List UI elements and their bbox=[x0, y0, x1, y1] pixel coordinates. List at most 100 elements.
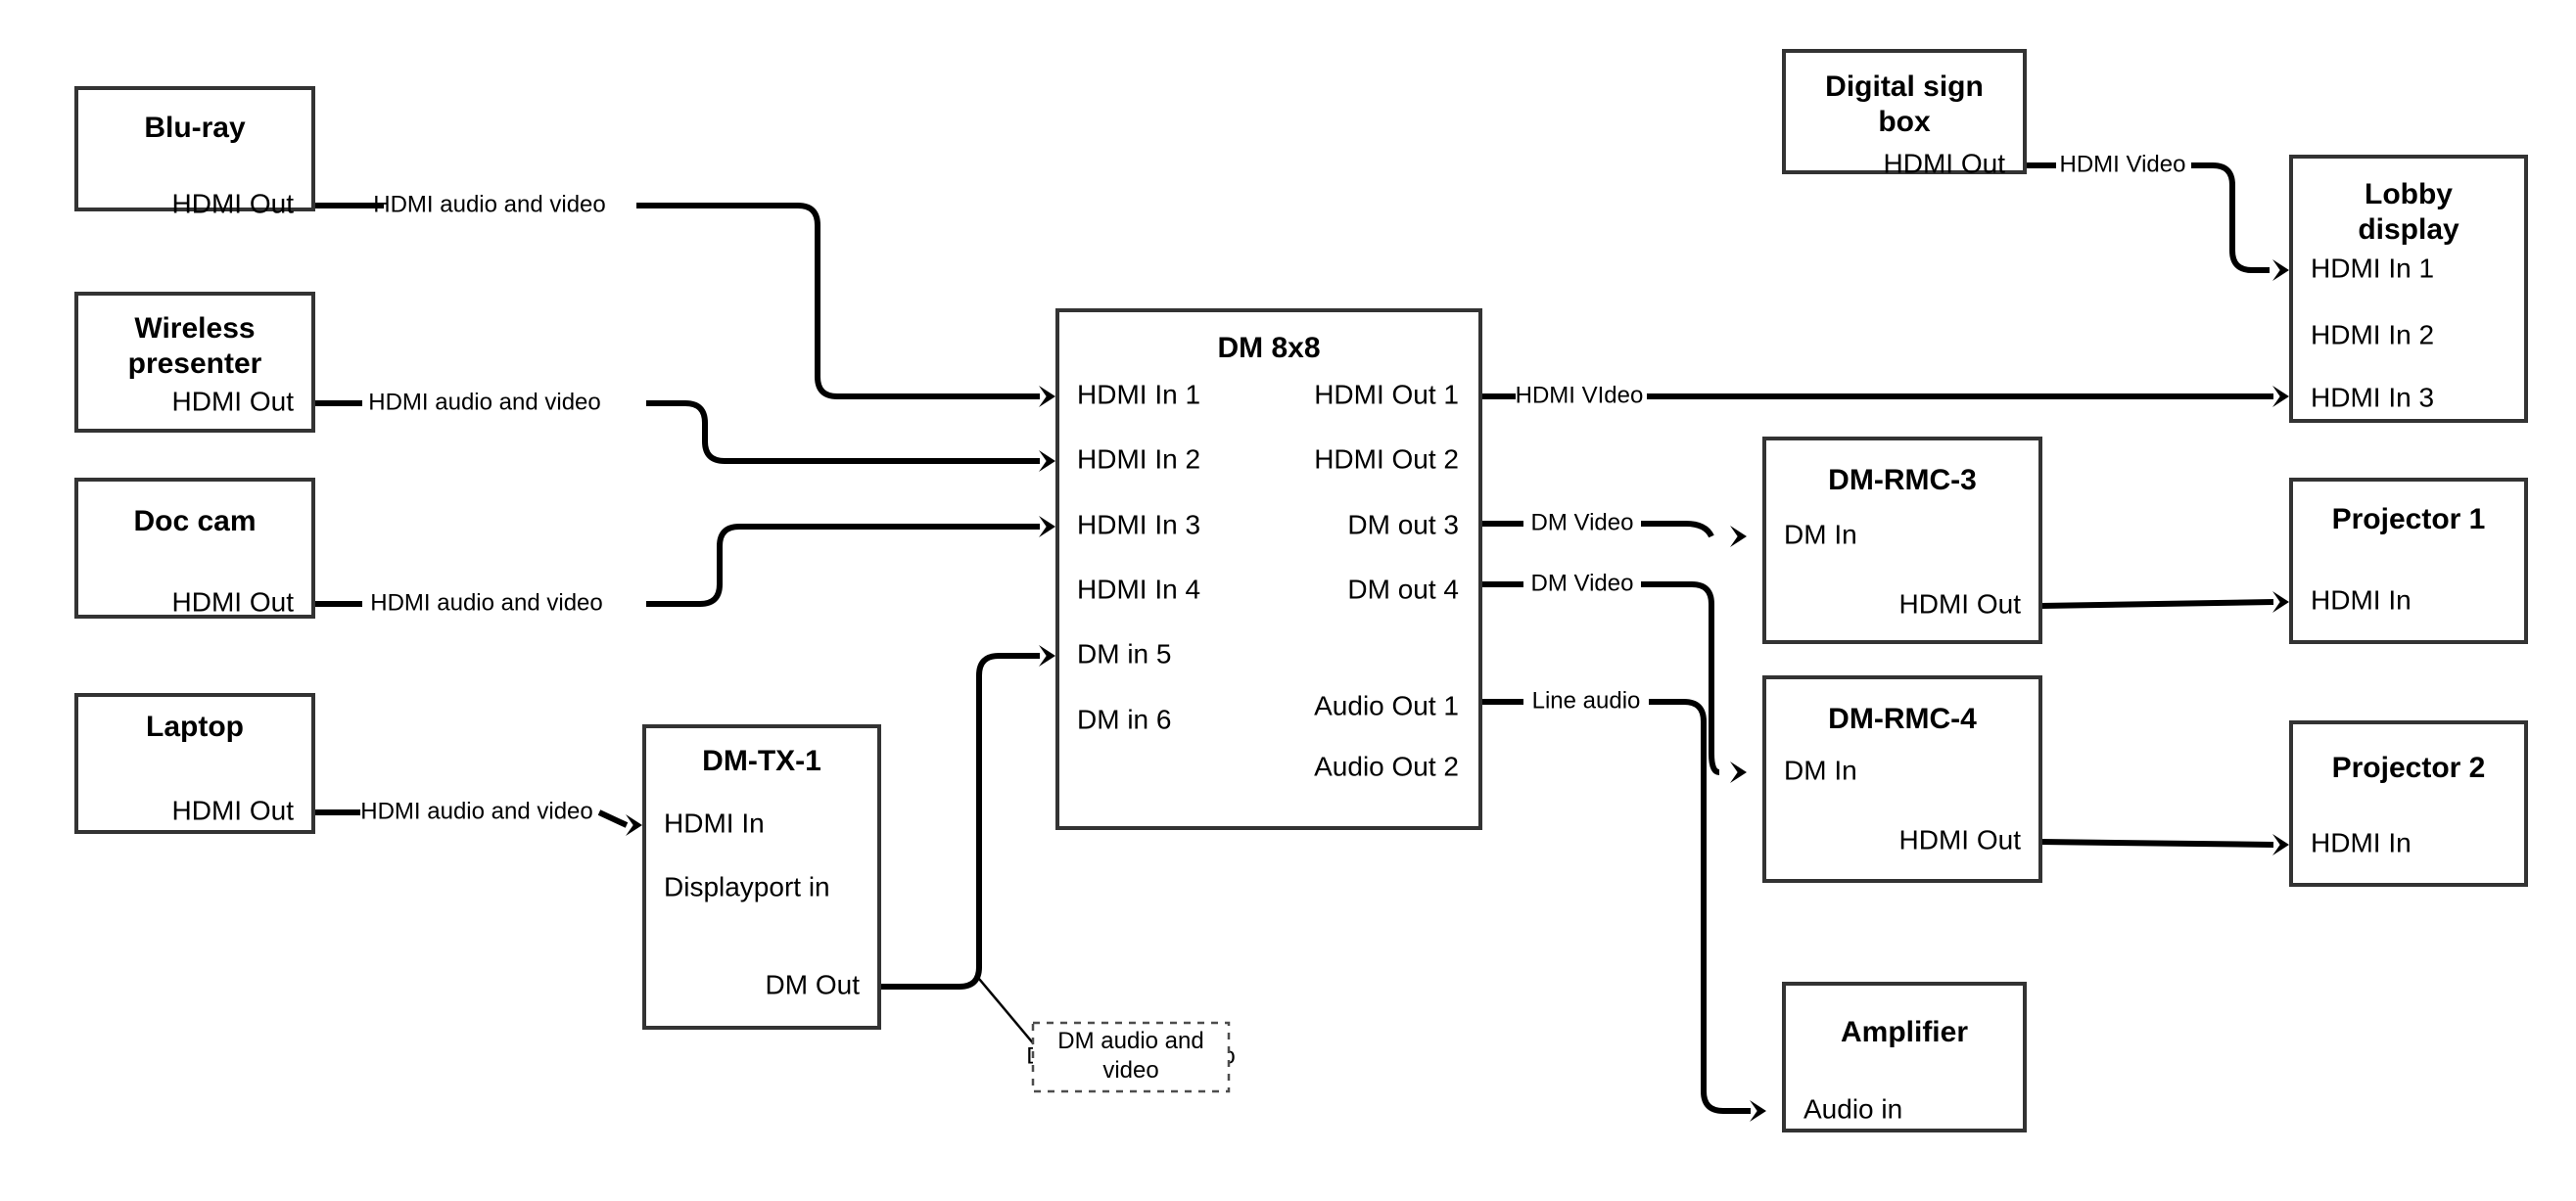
callout-box bbox=[1031, 1021, 1231, 1093]
port-dm-8x8-dm-out-4[interactable]: DM out 4 bbox=[1347, 574, 1459, 604]
node-box-digital-sign-box[interactable] bbox=[1782, 49, 2027, 174]
edge-label-dm8x8-audioout1-to-amplifier: Line audio bbox=[1532, 687, 1641, 714]
node-box-blu-ray[interactable] bbox=[74, 86, 315, 211]
port-doc-cam-hdmi-out[interactable]: HDMI Out bbox=[172, 586, 295, 617]
node-box-doc-cam[interactable] bbox=[74, 478, 315, 619]
port-lobby-display-hdmi-in-3[interactable]: HDMI In 3 bbox=[2311, 382, 2434, 412]
node-box-lobby-display[interactable] bbox=[2289, 155, 2528, 423]
port-dm-rmc-3-hdmi-out[interactable]: HDMI Out bbox=[1899, 588, 2022, 619]
node-box-dm-rmc-4[interactable] bbox=[1762, 675, 2042, 883]
node-title-blu-ray: Blu-ray bbox=[144, 112, 246, 144]
port-dm-8x8-hdmi-in-1[interactable]: HDMI In 1 bbox=[1077, 379, 1200, 409]
port-blu-ray-hdmi-out[interactable]: HDMI Out bbox=[172, 188, 295, 218]
node-box-projector-1[interactable] bbox=[2289, 478, 2528, 644]
port-dm-tx-1-dm-out[interactable]: DM Out bbox=[766, 969, 861, 999]
port-dm-8x8-hdmi-out-2[interactable]: HDMI Out 2 bbox=[1314, 443, 1459, 474]
node-projector-2[interactable]: Projector 2 HDMI In bbox=[2289, 720, 2528, 887]
connection-sign-to-lobby-hdmi-in-1: HDMI Video bbox=[2025, 151, 2289, 281]
port-dm-8x8-hdmi-in-3[interactable]: HDMI In 3 bbox=[1077, 509, 1200, 539]
connection-dm8x8-dmout4-to-rmc4: DM Video bbox=[1480, 570, 1747, 783]
node-title-dm-tx-1: DM-TX-1 bbox=[702, 745, 821, 777]
port-dm-rmc-4-dm-in[interactable]: DM In bbox=[1784, 755, 1857, 785]
node-box-dm-tx-1[interactable] bbox=[642, 724, 881, 1030]
port-projector-1-hdmi-in[interactable]: HDMI In bbox=[2311, 584, 2412, 615]
port-lobby-display-hdmi-in-2[interactable]: HDMI In 2 bbox=[2311, 319, 2434, 349]
edge-label-sign-to-lobby-hdmi-in-1: HDMI Video bbox=[2060, 151, 2186, 177]
connection-dm8x8-audioout1-to-amplifier: Line audio bbox=[1480, 687, 1766, 1122]
connection-wireless-to-dm-in-2: HDMI audio and video bbox=[313, 389, 1055, 472]
port-lobby-display-hdmi-in-1[interactable]: HDMI In 1 bbox=[2311, 253, 2434, 283]
connection-dm8x8-dmout3-to-rmc3: DM Video bbox=[1480, 509, 1747, 547]
node-box-dm-8x8[interactable] bbox=[1055, 308, 1482, 830]
port-dm-rmc-3-dm-in[interactable]: DM In bbox=[1784, 519, 1857, 549]
arrowhead-icon bbox=[1039, 386, 1055, 407]
node-dm-rmc-4[interactable]: DM-RMC-4 DM In HDMI Out bbox=[1762, 675, 2042, 883]
connection-doccam-to-dm-in-3: HDMI audio and video bbox=[313, 516, 1055, 616]
wire-path bbox=[1480, 581, 1720, 775]
edge-label-wireless-to-dm-in-2: HDMI audio and video bbox=[368, 389, 600, 415]
node-title-dm-rmc-4: DM-RMC-4 bbox=[1828, 703, 1977, 735]
port-dm-8x8-dm-in-6[interactable]: DM in 6 bbox=[1077, 704, 1171, 734]
port-projector-2-hdmi-in[interactable]: HDMI In bbox=[2311, 827, 2412, 857]
port-dm-8x8-audio-out-1[interactable]: Audio Out 1 bbox=[1314, 690, 1459, 720]
port-dm-rmc-4-hdmi-out[interactable]: HDMI Out bbox=[1899, 824, 2022, 855]
node-box-laptop[interactable] bbox=[74, 693, 315, 834]
arrowhead-icon bbox=[1750, 1100, 1766, 1122]
arrowhead-icon bbox=[1730, 762, 1747, 783]
arrowhead-icon bbox=[2272, 259, 2289, 281]
port-dm-8x8-hdmi-in-4[interactable]: HDMI In 4 bbox=[1077, 574, 1200, 604]
wire-path bbox=[1480, 521, 1714, 538]
port-dm-8x8-hdmi-out-1[interactable]: HDMI Out 1 bbox=[1314, 379, 1459, 409]
node-title-doc-cam: Doc cam bbox=[133, 505, 256, 537]
node-title-dm-rmc-3: DM-RMC-3 bbox=[1828, 464, 1977, 496]
node-title-dm-8x8: DM 8x8 bbox=[1217, 332, 1320, 364]
arrowhead-icon bbox=[2272, 591, 2289, 613]
port-amplifier-audio-in[interactable]: Audio in bbox=[1803, 1093, 1902, 1124]
node-dm-rmc-3[interactable]: DM-RMC-3 DM In HDMI Out bbox=[1762, 437, 2042, 644]
node-projector-1[interactable]: Projector 1 HDMI In bbox=[2289, 478, 2528, 644]
arrowhead-icon bbox=[1039, 516, 1055, 537]
port-digital-sign-box-hdmi-out[interactable]: HDMI Out bbox=[1884, 148, 2006, 178]
node-box-wireless-presenter[interactable] bbox=[74, 292, 315, 433]
node-box-projector-2[interactable] bbox=[2289, 720, 2528, 887]
arrowhead-icon bbox=[1039, 450, 1055, 472]
wire-path bbox=[313, 400, 1040, 464]
node-box-amplifier[interactable] bbox=[1782, 982, 2027, 1132]
edge-label-doccam-to-dm-in-3: HDMI audio and video bbox=[370, 589, 602, 616]
port-dm-8x8-dm-in-5[interactable]: DM in 5 bbox=[1077, 638, 1171, 669]
node-title-projector-2: Projector 2 bbox=[2332, 752, 2486, 784]
arrowhead-icon bbox=[1039, 645, 1055, 667]
node-title-projector-1: Projector 1 bbox=[2332, 503, 2486, 535]
port-dm-tx-1-displayport-in[interactable]: Displayport in bbox=[664, 871, 830, 901]
wire-path bbox=[313, 203, 1040, 399]
edge-label-bluray-to-dm-in-1: HDMI audio and video bbox=[373, 191, 605, 217]
wire-path bbox=[1480, 699, 1751, 1114]
wire-path bbox=[2039, 599, 2274, 609]
callout-leader-line bbox=[978, 978, 1036, 1046]
port-dm-8x8-hdmi-in-2[interactable]: HDMI In 2 bbox=[1077, 443, 1200, 474]
port-dm-8x8-dm-out-3[interactable]: DM out 3 bbox=[1347, 509, 1459, 539]
port-dm-8x8-audio-out-2[interactable]: Audio Out 2 bbox=[1314, 751, 1459, 781]
port-laptop-hdmi-out[interactable]: HDMI Out bbox=[172, 795, 295, 825]
port-wireless-presenter-hdmi-out[interactable]: HDMI Out bbox=[172, 386, 295, 416]
arrowhead-icon bbox=[1730, 526, 1747, 547]
node-box-dm-rmc-3[interactable] bbox=[1762, 437, 2042, 644]
port-dm-tx-1-hdmi-in[interactable]: HDMI In bbox=[664, 808, 765, 838]
arrowhead-icon bbox=[626, 814, 642, 836]
